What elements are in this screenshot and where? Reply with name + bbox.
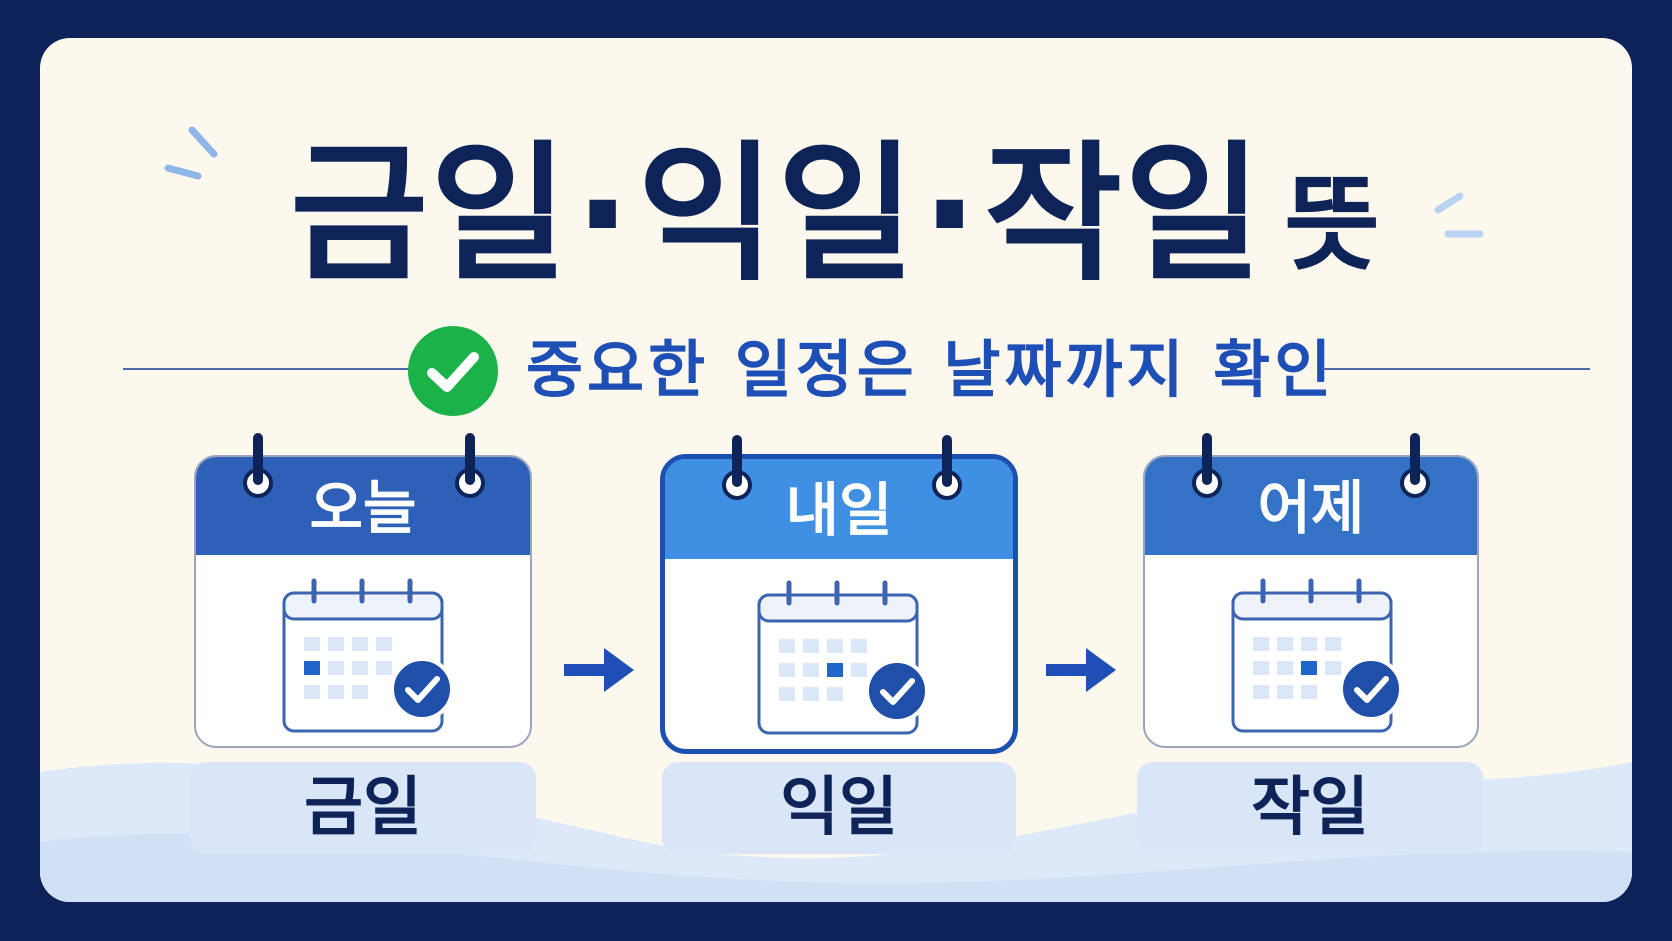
calendar-icon bbox=[282, 578, 454, 733]
term-label-jakil: 작일 bbox=[1137, 762, 1483, 854]
subtitle: 중요한 일정은 날짜까지 확인 bbox=[526, 333, 1336, 406]
card-today: 오늘 bbox=[194, 433, 532, 748]
title-suffix: 뜻 bbox=[1284, 163, 1382, 285]
divider-right bbox=[1322, 368, 1590, 370]
sparkle-icon bbox=[164, 126, 1484, 238]
title-separator: · bbox=[921, 128, 981, 302]
divider-left bbox=[123, 368, 421, 370]
calendar-icon bbox=[757, 580, 929, 735]
title-term-jakil: 작일 bbox=[984, 128, 1265, 302]
binder-ring-icon bbox=[455, 433, 485, 498]
term-label-geumil: 금일 bbox=[190, 762, 536, 854]
binder-ring-icon bbox=[243, 433, 273, 498]
arrow-right-icon bbox=[564, 648, 634, 692]
card-header-label: 오늘 bbox=[309, 474, 417, 542]
binder-ring-icon bbox=[722, 435, 752, 500]
binder-ring-icon bbox=[932, 435, 962, 500]
title-term-geumil: 금일 bbox=[290, 128, 571, 302]
binder-ring-icon bbox=[1400, 433, 1430, 498]
calendar-icon bbox=[1231, 578, 1403, 733]
term-label-ikil: 익일 bbox=[662, 762, 1016, 854]
card-header-label: 어제 bbox=[1257, 474, 1365, 542]
arrow-right-icon bbox=[1046, 648, 1116, 692]
card-tomorrow: 내일 bbox=[660, 435, 1018, 754]
check-icon bbox=[408, 326, 498, 416]
title-separator: · bbox=[574, 128, 634, 302]
card-yesterday: 어제 bbox=[1143, 433, 1479, 748]
binder-ring-icon bbox=[1192, 433, 1222, 498]
card-header-label: 내일 bbox=[785, 476, 893, 544]
title-term-ikil: 익일 bbox=[637, 128, 918, 302]
subtitle-row: 중요한 일정은 날짜까지 확인 bbox=[40, 314, 1632, 422]
